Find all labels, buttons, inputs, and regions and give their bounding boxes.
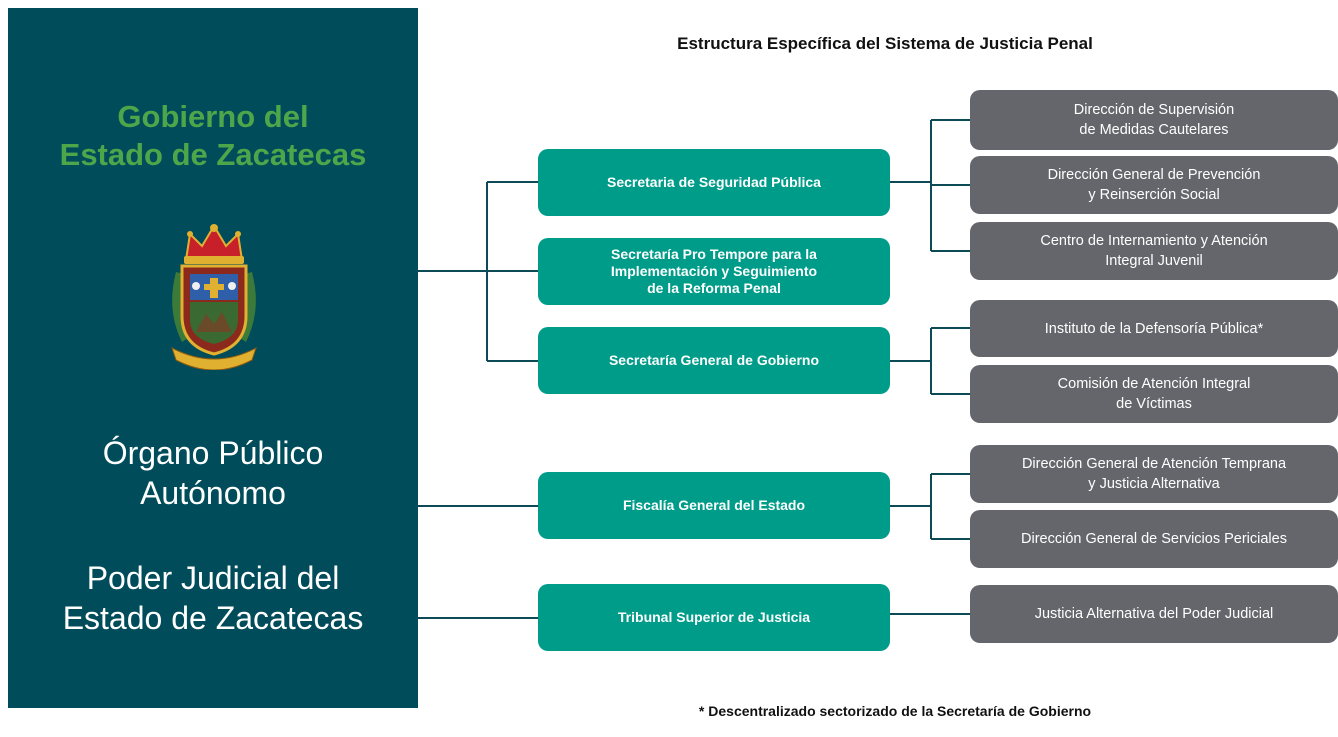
node-justicia-alternativa-judicial: Justicia Alternativa del Poder Judicial [970,585,1338,643]
node-fiscalia-general: Fiscalía General del Estado [538,472,890,539]
node-label-line-1: Dirección General de Atención Temprana [1021,456,1287,472]
coat-of-arms-icon [171,224,257,370]
footnote: * Descentralizado sectorizado de la Secr… [698,703,1092,719]
node-label: Dirección General de Servicios Periciale… [1021,531,1287,547]
node-label-line-1: Centro de Internamiento y Atención [1040,233,1268,249]
judicial-power-title-line-2: Estado de Zacatecas [62,600,364,636]
node-comision-victimas: Comisión de Atención Integral de Víctima… [970,365,1338,423]
autonomous-body-title-line-1: Órgano Público [102,435,324,471]
node-label-line-2: de Medidas Cautelares [1079,122,1229,138]
node-label: Instituto de la Defensoría Pública* [1044,320,1264,337]
node-secretaria-general-gobierno: Secretaría General de Gobierno [538,327,890,394]
government-title-line-1: Gobierno del [117,99,309,134]
node-label-line-2: y Justicia Alternativa [1088,476,1220,492]
node-label-line-1: Secretaría Pro Tempore para la [611,246,817,262]
node-label-line-1: Dirección de Supervisión [1073,102,1235,118]
government-title: Gobierno del Estado de Zacatecas [8,98,418,174]
node-label: Justicia Alternativa del Poder Judicial [1034,606,1274,622]
node-instituto-defensoria: Instituto de la Defensoría Pública* [970,300,1338,357]
autonomous-body-title: Órgano Público Autónomo [8,433,418,513]
left-panel: Gobierno del Estado de Zacatecas Órgano … [8,8,418,708]
node-label-line-2: Implementación y Seguimiento [610,263,818,279]
node-secretaria-seguridad-publica: Secretaria de Seguridad Pública [538,149,890,216]
node-label-line-1: Dirección General de Prevención [1047,167,1261,183]
node-label: Fiscalía General del Estado [622,497,806,513]
node-direccion-supervision: Dirección de Supervisión de Medidas Caut… [970,90,1338,150]
node-label: Tribunal Superior de Justicia [617,609,811,625]
node-label-line-1: Comisión de Atención Integral [1057,376,1251,392]
diagram-title: Estructura Específica del Sistema de Jus… [677,34,1093,53]
judicial-power-title-line-1: Poder Judicial del [86,560,340,596]
node-label-line-2: y Reinserción Social [1088,187,1220,203]
node-tribunal-superior: Tribunal Superior de Justicia [538,584,890,651]
node-label: Secretaria de Seguridad Pública [607,174,821,190]
node-label-line-2: de Víctimas [1116,396,1192,412]
autonomous-body-title-line-2: Autónomo [140,475,286,511]
node-direccion-atencion-temprana: Dirección General de Atención Temprana y… [970,445,1338,503]
node-label: Secretaría General de Gobierno [608,352,820,368]
node-direccion-periciales: Dirección General de Servicios Periciale… [970,510,1338,568]
node-direccion-prevencion: Dirección General de Prevención y Reinse… [970,156,1338,214]
judicial-power-title: Poder Judicial del Estado de Zacatecas [8,558,418,638]
node-label-line-3: de la Reforma Penal [647,280,781,296]
government-title-line-2: Estado de Zacatecas [59,137,367,172]
node-secretaria-pro-tempore: Secretaría Pro Tempore para la Implement… [538,238,890,305]
node-label-line-2: Integral Juvenil [1105,253,1203,269]
node-centro-internamiento: Centro de Internamiento y Atención Integ… [970,222,1338,280]
